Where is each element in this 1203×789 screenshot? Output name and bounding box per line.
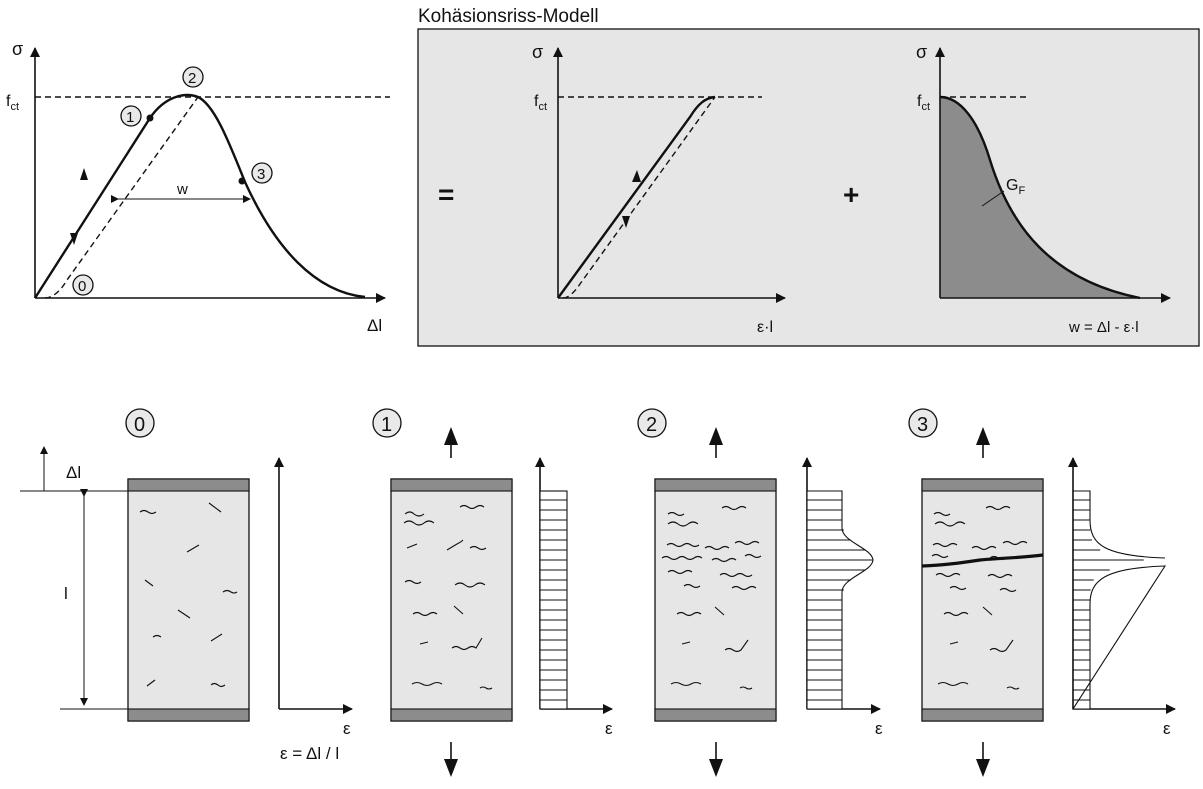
gf-leader — [981, 190, 1005, 207]
strain-profile-3: ε — [1068, 457, 1176, 738]
w-label: w — [176, 181, 188, 198]
sigma-label-elastic: σ — [532, 42, 543, 62]
load-curve — [33, 93, 366, 299]
strain-profile-2: ε — [802, 457, 883, 738]
elastic-curve — [557, 95, 716, 299]
stress-deformation-diagram: w σ fct Δl 0 1 2 3 — [6, 39, 390, 335]
eps-definition: ε = Δl / l — [280, 744, 339, 763]
unloading-arrow — [70, 233, 78, 245]
bottom-plate — [921, 708, 1044, 722]
gf-label: GF — [1006, 177, 1025, 197]
sigma-label-softening: σ — [916, 42, 927, 62]
svg-text:1: 1 — [381, 414, 392, 436]
delta-l-bottom-label: Δl — [66, 463, 81, 482]
sigma-label: σ — [12, 39, 23, 59]
plus-sign: + — [843, 179, 859, 210]
model-title: Kohäsionsriss-Modell — [418, 6, 599, 27]
specimen-3 — [921, 427, 1044, 777]
bottom-stage-3-label: 3 — [908, 408, 938, 438]
eps-l-label: ε·l — [757, 319, 773, 336]
gf-area — [940, 97, 1140, 298]
elastic-unloading — [562, 96, 716, 299]
eps-label-2: ε — [875, 719, 883, 738]
l-label: l — [64, 584, 68, 603]
elastic-unloading-arrow — [622, 216, 630, 228]
microcracks — [661, 505, 762, 690]
svg-text:0: 0 — [78, 278, 86, 295]
point-3 — [238, 177, 246, 185]
equals-sign: = — [438, 179, 454, 210]
specimen-1 — [390, 427, 513, 777]
stage-1-marker: 1 — [120, 105, 142, 127]
bottom-plate — [390, 708, 513, 722]
fct-label: fct — [6, 93, 19, 113]
svg-text:1: 1 — [126, 109, 134, 126]
top-plate — [654, 478, 777, 492]
microcracks — [403, 504, 493, 690]
svg-text:0: 0 — [134, 414, 145, 436]
microcracks — [921, 505, 1044, 690]
microcracks — [139, 502, 238, 688]
elastic-part-diagram: σ fct ε·l — [532, 42, 786, 336]
svg-text:2: 2 — [646, 414, 657, 436]
point-1 — [146, 114, 154, 122]
macro-crack — [921, 553, 1044, 568]
strain-hatching — [1073, 499, 1144, 701]
softening-curve — [939, 95, 1141, 300]
stage-0-marker: 0 — [72, 274, 94, 296]
top-plate — [127, 478, 250, 492]
elastic-loading-arrow — [632, 170, 641, 182]
stage-2-marker: 2 — [182, 66, 204, 88]
specimen-0 — [127, 478, 250, 722]
svg-text:2: 2 — [188, 70, 196, 87]
top-plate — [390, 478, 513, 492]
eps-label-1: ε — [605, 719, 613, 738]
eps-label-3: ε — [1163, 719, 1171, 738]
top-plate — [921, 478, 1044, 492]
strain-hatching — [540, 499, 567, 701]
strain-profile-1: ε — [535, 457, 613, 738]
delta-l-label: Δl — [367, 316, 382, 335]
fct-label-elastic: fct — [534, 93, 547, 113]
length-dimensions: Δl l — [20, 446, 130, 710]
bottom-stage-2-label: 2 — [637, 408, 667, 438]
w-axis-label: w = Δl - ε·l — [1068, 319, 1139, 336]
strain-hatching — [807, 499, 873, 701]
strain-axes-0: ε ε = Δl / l — [274, 457, 353, 763]
bottom-stage-1-label: 1 — [372, 408, 402, 438]
svg-text:3: 3 — [917, 414, 928, 436]
specimen-2 — [654, 427, 777, 777]
bottom-plate — [654, 708, 777, 722]
loading-arrow — [80, 168, 88, 180]
svg-text:3: 3 — [257, 166, 265, 183]
stage-3-marker: 3 — [251, 162, 273, 184]
fct-label-softening: fct — [917, 93, 930, 113]
unloading-path — [44, 96, 199, 299]
bottom-plate — [127, 708, 250, 722]
crack-opening-diagram: GF σ fct w = Δl - ε·l — [916, 42, 1171, 336]
bottom-stage-0-label: 0 — [125, 408, 155, 438]
eps-label-0: ε — [343, 719, 351, 738]
